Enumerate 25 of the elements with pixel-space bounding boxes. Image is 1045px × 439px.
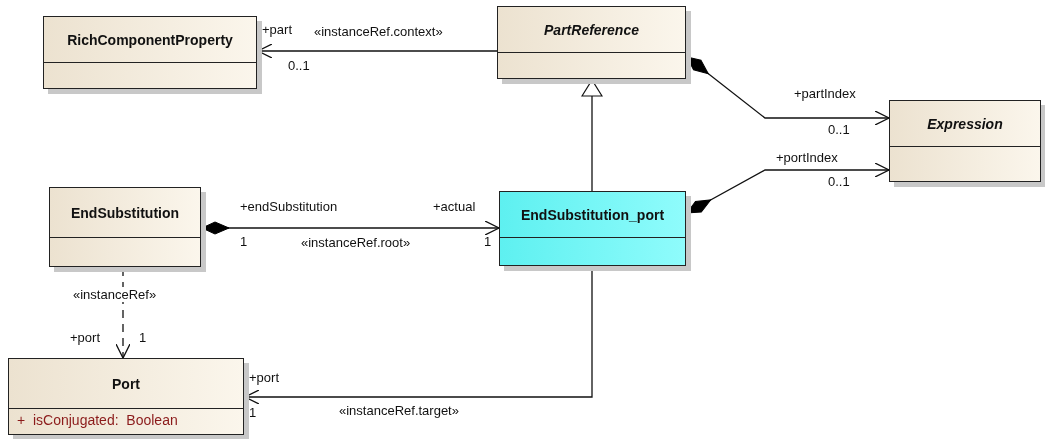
- role-name: +port: [249, 370, 279, 385]
- class-name: EndSubstitution: [70, 204, 180, 221]
- multiplicity: 1: [484, 234, 492, 249]
- role-name: +portIndex: [776, 150, 838, 165]
- role-name: +port: [70, 330, 100, 345]
- class-name: Port: [112, 375, 140, 392]
- multiplicity: 0..1: [828, 174, 850, 189]
- stereotype-label: «instanceRef.context»: [313, 24, 444, 39]
- multiplicity: 1: [240, 234, 248, 249]
- class-name: RichComponentProperty: [67, 31, 233, 48]
- multiplicity: 1: [139, 330, 147, 345]
- multiplicity: 1: [249, 405, 257, 420]
- class-name: PartReference: [544, 21, 639, 38]
- role-name: +part: [262, 22, 292, 37]
- attribute-text: + isConjugated: Boolean: [17, 412, 178, 428]
- stereotype-label: «instanceRef.target»: [338, 403, 460, 418]
- multiplicity: 0..1: [288, 58, 310, 73]
- multiplicity: 0..1: [828, 122, 850, 137]
- role-name: +endSubstitution: [240, 199, 338, 214]
- role-name: +partIndex: [794, 86, 856, 101]
- stereotype-label: «instanceRef»: [72, 287, 158, 302]
- role-name: +actual: [433, 199, 476, 214]
- stereotype-label: «instanceRef.root»: [300, 235, 412, 250]
- class-name: EndSubstitution_port: [520, 206, 665, 223]
- class-name: Expression: [927, 115, 1003, 132]
